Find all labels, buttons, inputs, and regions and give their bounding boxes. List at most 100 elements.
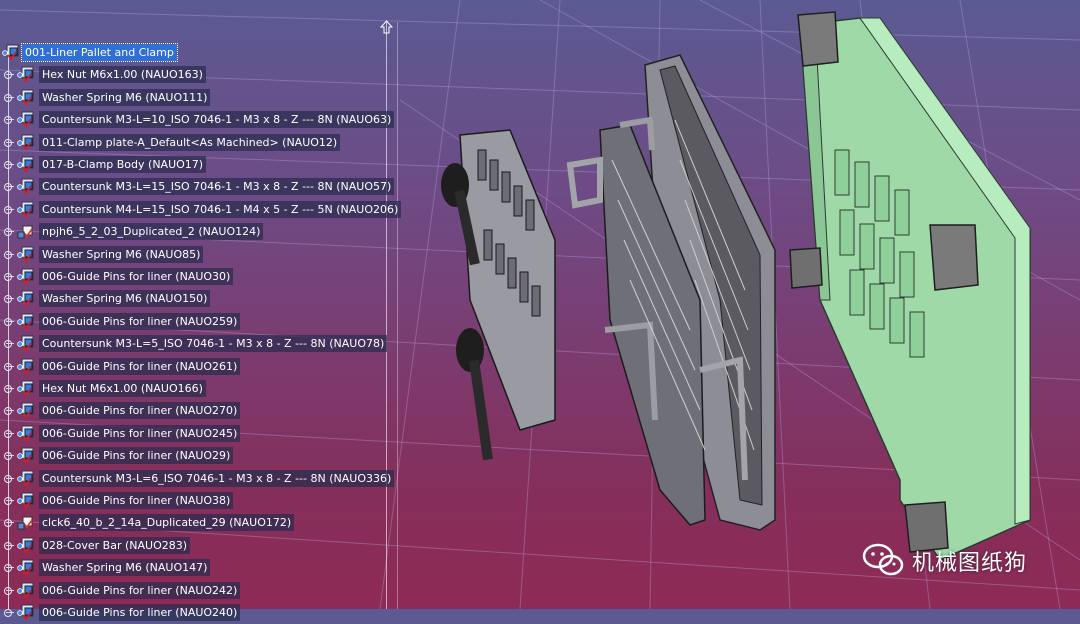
tree-node[interactable]: 006-Guide Pins for liner (NAUO245) xyxy=(0,424,400,445)
part-icon xyxy=(17,582,34,599)
tree-node[interactable]: 028-Cover Bar (NAUO283) xyxy=(0,536,400,557)
part-icon xyxy=(17,447,34,464)
part-icon xyxy=(17,492,34,509)
tree-expand-toggle[interactable] xyxy=(4,138,12,147)
tree-node[interactable]: 017-B-Clamp Body (NAUO17) xyxy=(0,155,400,176)
tree-node[interactable]: npjh6_5_2_03_Duplicated_2 (NAUO124) xyxy=(0,222,400,243)
tree-node[interactable]: 001-Liner Pallet and Clamp xyxy=(0,43,400,64)
tree-trunk-line xyxy=(8,56,9,609)
tree-node[interactable]: Countersunk M3-L=5_ISO 7046-1 - M3 x 8 -… xyxy=(0,334,400,355)
tree-expand-toggle[interactable] xyxy=(4,205,12,214)
tree-node-label: Hex Nut M6x1.00 (NAUO166) xyxy=(39,380,206,397)
cad-model[interactable] xyxy=(0,0,1080,609)
tree-node-label: 011-Clamp plate-A_Default<As Machined> (… xyxy=(39,133,341,151)
tree-node[interactable]: clck6_40_b_2_14a_Duplicated_29 (NAUO172) xyxy=(0,513,400,534)
part-icon xyxy=(17,246,34,263)
part-icon xyxy=(17,425,34,442)
tree-node[interactable]: 006-Guide Pins for liner (NAUO38) xyxy=(0,491,400,512)
tree-expand-toggle[interactable] xyxy=(4,183,12,192)
clamp-body-assembly[interactable] xyxy=(441,129,556,461)
tree-node-label: 006-Guide Pins for liner (NAUO270) xyxy=(39,402,241,420)
tree-expand-toggle[interactable] xyxy=(4,250,12,259)
watermark: 机械图纸狗 xyxy=(860,540,1060,580)
tree-node[interactable]: Countersunk M3-L=6_ISO 7046-1 - M3 x 8 -… xyxy=(0,469,400,490)
tree-node-label: npjh6_5_2_03_Duplicated_2 (NAUO124) xyxy=(39,223,264,241)
tree-node[interactable]: 006-Guide Pins for liner (NAUO30) xyxy=(0,267,400,288)
wechat-icon xyxy=(862,543,904,576)
scroll-up-arrow-icon[interactable] xyxy=(380,20,393,34)
tree-expand-toggle[interactable] xyxy=(4,541,12,550)
tree-node-label: 028-Cover Bar (NAUO283) xyxy=(39,536,191,554)
green-base-plate[interactable] xyxy=(789,11,1031,561)
tree-expand-toggle[interactable] xyxy=(4,340,12,349)
tree-expand-toggle[interactable] xyxy=(4,295,12,304)
part-icon xyxy=(17,156,34,173)
tree-node[interactable]: Countersunk M3-L=15_ISO 7046-1 - M3 x 8 … xyxy=(0,177,400,198)
tree-node[interactable]: 006-Guide Pins for liner (NAUO29) xyxy=(0,446,400,467)
tree-expand-toggle[interactable] xyxy=(4,519,12,528)
part-icon xyxy=(17,604,34,621)
tree-expand-toggle[interactable] xyxy=(4,362,12,371)
tree-node-label: Countersunk M3-L=6_ISO 7046-1 - M3 x 8 -… xyxy=(39,469,395,487)
tree-node[interactable]: 006-Guide Pins for liner (NAUO240) xyxy=(0,603,400,624)
tree-node-label: Hex Nut M6x1.00 (NAUO163) xyxy=(39,66,206,84)
tree-expand-toggle[interactable] xyxy=(4,429,12,438)
tree-node-label: Washer Spring M6 (NAUO111) xyxy=(39,88,211,106)
assembly-icon xyxy=(17,516,33,530)
tree-vertical-scrollbar[interactable] xyxy=(386,22,387,609)
tree-node[interactable]: Washer Spring M6 (NAUO111) xyxy=(0,88,400,109)
tree-node-label: clck6_40_b_2_14a_Duplicated_29 (NAUO172) xyxy=(39,514,295,532)
tree-expand-toggle[interactable] xyxy=(4,564,12,573)
tree-expand-toggle[interactable] xyxy=(4,407,12,416)
tree-node[interactable]: Washer Spring M6 (NAUO147) xyxy=(0,558,400,579)
part-icon xyxy=(17,358,34,375)
tree-node[interactable]: Countersunk M3-L=10_ISO 7046-1 - M3 x 8 … xyxy=(0,110,400,131)
tree-expand-toggle[interactable] xyxy=(4,93,12,102)
tree-scrollbar-edge xyxy=(397,22,398,609)
tree-node-label: 006-Guide Pins for liner (NAUO261) xyxy=(39,357,241,375)
assembly-icon xyxy=(17,225,33,239)
part-icon xyxy=(17,66,34,83)
tree-expand-toggle[interactable] xyxy=(4,586,12,595)
part-icon xyxy=(17,89,34,106)
tree-node-label: 006-Guide Pins for liner (NAUO38) xyxy=(39,492,234,509)
tree-expand-toggle[interactable] xyxy=(4,385,12,393)
part-icon xyxy=(17,290,34,307)
tree-expand-toggle[interactable] xyxy=(4,273,12,281)
tree-node[interactable]: 006-Guide Pins for liner (NAUO270) xyxy=(0,401,400,422)
tree-expand-toggle[interactable] xyxy=(4,497,12,505)
tree-node[interactable]: 011-Clamp plate-A_Default<As Machined> (… xyxy=(0,133,400,154)
tree-node[interactable]: 006-Guide Pins for liner (NAUO259) xyxy=(0,312,400,333)
tree-node[interactable]: Hex Nut M6x1.00 (NAUO163) xyxy=(0,65,400,86)
tree-node[interactable]: 006-Guide Pins for liner (NAUO261) xyxy=(0,357,400,378)
tree-expand-toggle[interactable] xyxy=(4,161,12,169)
tree-expand-toggle[interactable] xyxy=(4,609,12,617)
tree-expand-toggle[interactable] xyxy=(4,452,12,461)
part-icon xyxy=(17,313,34,330)
tree-node-label: 006-Guide Pins for liner (NAUO29) xyxy=(39,447,234,465)
part-icon xyxy=(17,537,34,554)
tree-node-label: 006-Guide Pins for liner (NAUO240) xyxy=(39,604,241,621)
part-icon xyxy=(17,380,34,397)
liner-pallet[interactable] xyxy=(566,116,748,526)
tree-node[interactable]: Washer Spring M6 (NAUO85) xyxy=(0,245,400,266)
tree-node-label: 006-Guide Pins for liner (NAUO242) xyxy=(39,581,241,599)
tree-expand-toggle[interactable] xyxy=(4,116,12,125)
part-icon xyxy=(17,111,34,128)
tree-node-label: 001-Liner Pallet and Clamp xyxy=(21,43,178,62)
tree-node[interactable]: 006-Guide Pins for liner (NAUO242) xyxy=(0,581,400,602)
tree-node[interactable]: Washer Spring M6 (NAUO150) xyxy=(0,289,400,310)
tree-expand-toggle[interactable] xyxy=(4,317,12,326)
tree-node[interactable]: Hex Nut M6x1.00 (NAUO166) xyxy=(0,379,400,400)
product-icon xyxy=(2,44,19,61)
part-icon xyxy=(17,178,34,195)
tree-expand-toggle[interactable] xyxy=(4,228,12,237)
tree-node[interactable]: Countersunk M4-L=15_ISO 7046-1 - M4 x 5 … xyxy=(0,200,402,221)
part-icon xyxy=(17,559,34,576)
tree-node-label: Washer Spring M6 (NAUO85) xyxy=(39,245,204,263)
part-icon xyxy=(17,134,34,151)
tree-expand-toggle[interactable] xyxy=(4,71,12,80)
tree-expand-toggle[interactable] xyxy=(4,474,12,483)
